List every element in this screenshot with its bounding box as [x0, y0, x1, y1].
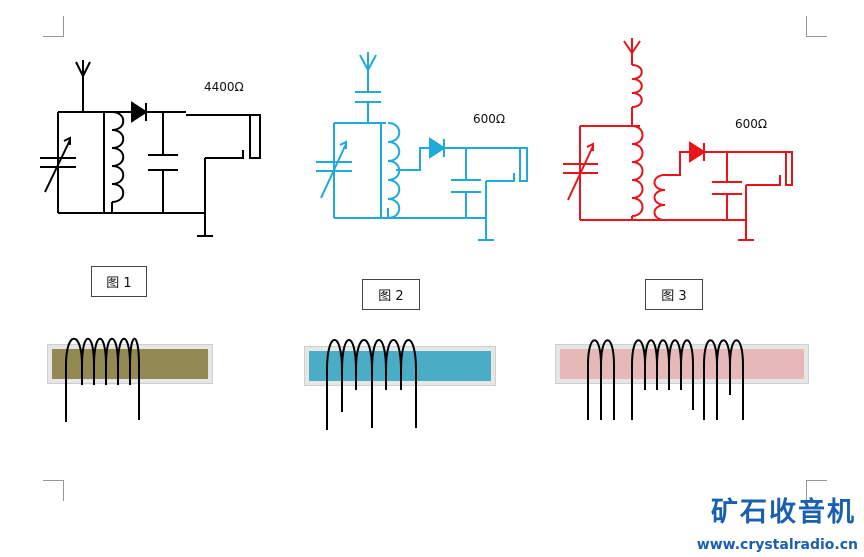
- coil-icon: [631, 64, 643, 108]
- figure-1-label: 图 1: [91, 266, 147, 297]
- watermark-logo: 矿石收音机: [711, 497, 856, 528]
- diode-icon: [131, 101, 148, 123]
- capacitor-icon: [148, 154, 178, 171]
- coil-icon: [631, 125, 644, 217]
- crop-mark-bottom-right: [806, 480, 827, 501]
- crop-mark-top-right: [806, 16, 827, 37]
- figure-3-resistance: 600Ω: [735, 117, 768, 131]
- antenna-icon: [623, 38, 641, 65]
- figure-2-label: 图 2: [362, 279, 420, 310]
- antenna-icon: [359, 52, 377, 92]
- coil-winding-1: [65, 337, 140, 422]
- figure-3-label: 图 3: [645, 279, 703, 310]
- capacitor-icon: [712, 181, 742, 195]
- watermark-url: www.crystalradio.cn: [696, 537, 858, 553]
- coil-winding-2: [326, 339, 417, 430]
- figure-2-resistance: 600Ω: [473, 112, 506, 126]
- capacitor-icon: [355, 91, 381, 103]
- variable-capacitor-icon: [563, 142, 598, 201]
- diode-icon: [429, 137, 446, 159]
- headphone-icon: [746, 151, 793, 186]
- headphone-icon: [486, 147, 528, 182]
- capacitor-icon: [451, 179, 481, 193]
- figure-1-circuit: [40, 60, 261, 237]
- figure-3-circuit: [563, 38, 793, 241]
- coil-icon: [111, 111, 125, 203]
- crop-mark-bottom-left: [43, 480, 64, 501]
- coil-windings: [65, 337, 744, 430]
- coil-winding-3: [587, 339, 744, 420]
- diode-icon: [689, 141, 706, 163]
- headphone-icon: [205, 114, 261, 159]
- figure-1-resistance: 4400Ω: [204, 80, 244, 94]
- crop-mark-top-left: [43, 16, 64, 37]
- variable-capacitor-icon: [316, 140, 352, 199]
- coil-icon: [653, 174, 666, 221]
- variable-capacitor-icon: [40, 136, 76, 193]
- figure-2-circuit: [316, 52, 528, 241]
- antenna-icon: [75, 60, 91, 112]
